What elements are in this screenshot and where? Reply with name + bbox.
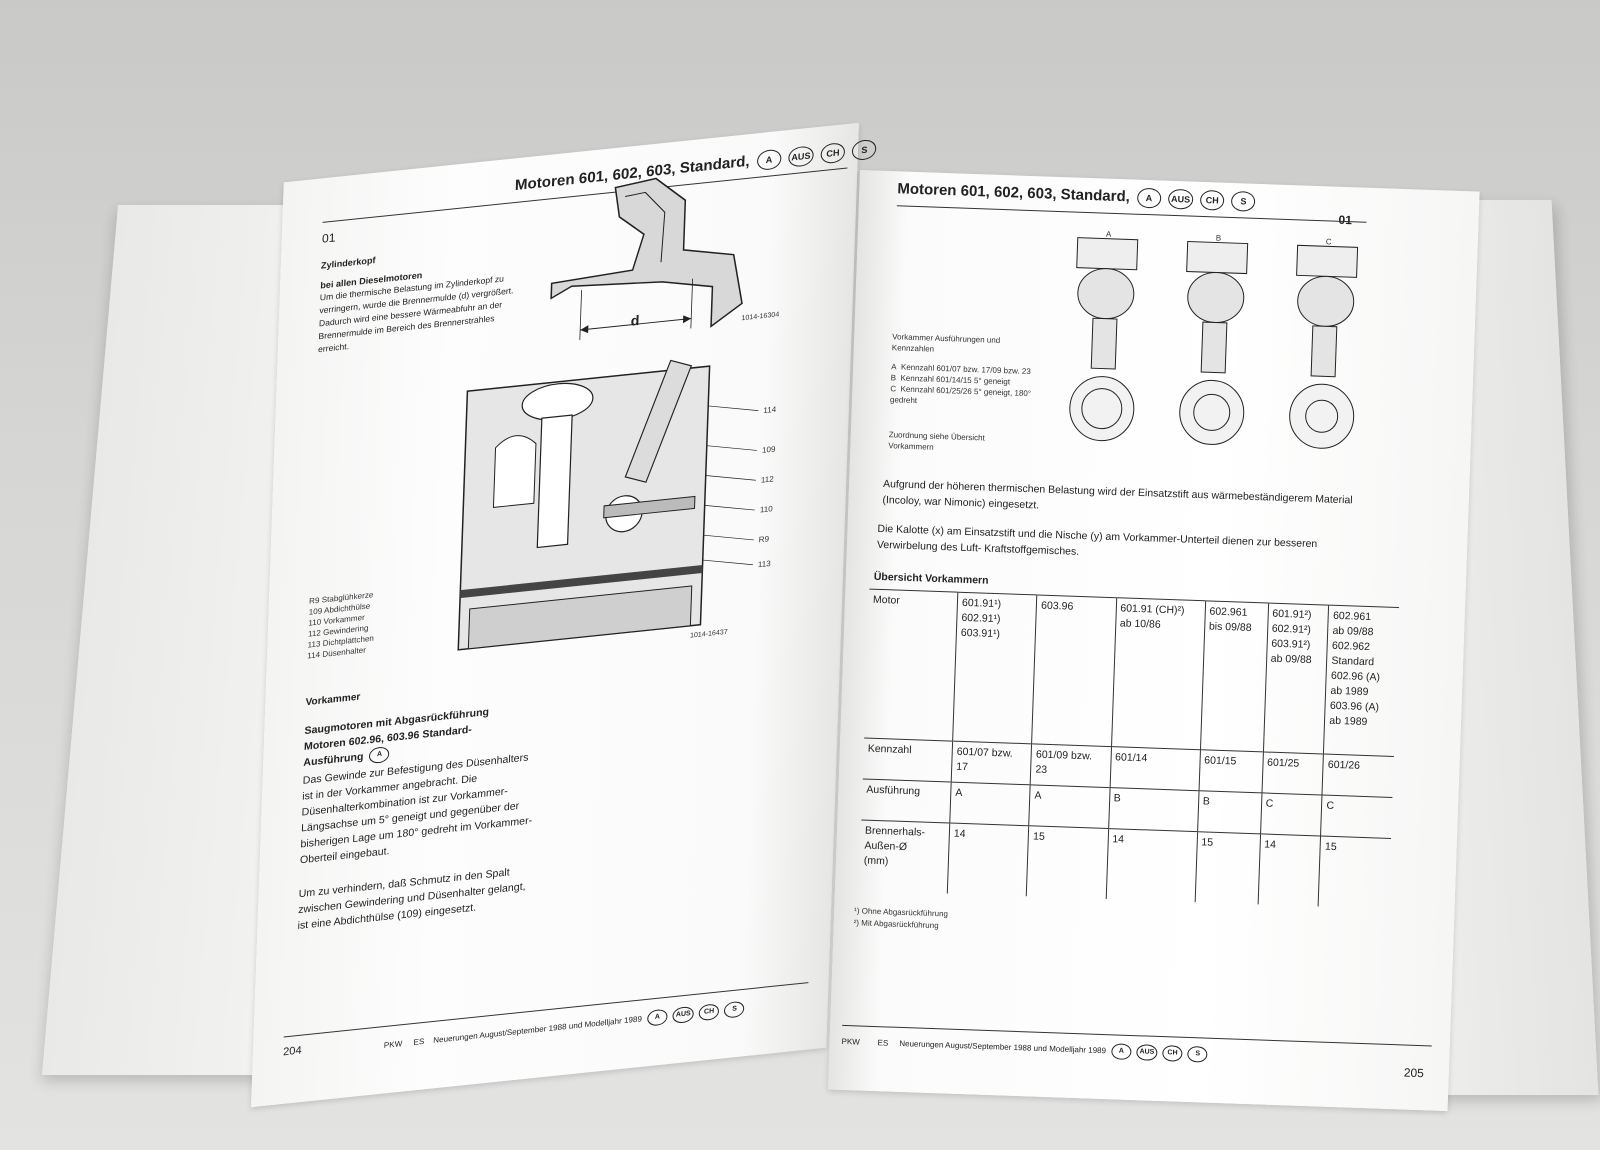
chip-aus: AUS (787, 145, 814, 168)
chip-ch: CH (698, 1003, 720, 1022)
table-cell: B (1108, 787, 1199, 832)
table-cell: 14 (1105, 828, 1198, 903)
table-title: Übersicht Vorkammern (873, 570, 989, 587)
table-cell: 15 (1318, 835, 1391, 909)
footer-es: ES (877, 1038, 889, 1048)
table-cell: 601/07 bzw. 17 (951, 741, 1032, 785)
table-cell: 14 (1257, 833, 1321, 907)
table-cell: 601/26 (1322, 754, 1394, 798)
figure-label-a: A (1105, 229, 1112, 239)
heading-vorkammer: Vorkammer (305, 691, 361, 709)
right-header-text: Motoren 601, 602, 603, Standard, (897, 180, 1131, 206)
footer-pkw: PKW (841, 1037, 860, 1047)
right-page: Motoren 601, 602, 603, Standard, A AUS C… (827, 170, 1480, 1112)
chip-s: S (724, 1000, 745, 1019)
table-cell: 601.91¹) 602.91¹) 603.91¹) (952, 592, 1038, 744)
chip-aus: AUS (1136, 1044, 1158, 1061)
footer-text: Neuerungen August/September 1988 und Mod… (433, 1014, 643, 1045)
table-cell: B (1197, 790, 1262, 834)
chip-a: A (1136, 187, 1162, 209)
chip-a-inline: A (369, 746, 390, 765)
table-row-label: Motor (872, 593, 901, 607)
prechamber-b-drawing (1179, 240, 1249, 445)
table-cell: 601/15 (1198, 749, 1264, 793)
callout-114: 114 (763, 404, 777, 416)
table-cell: 15 (1194, 831, 1261, 905)
left-page-number: 204 (282, 1044, 302, 1059)
table-cell: C (1260, 792, 1323, 836)
table-cell: 601/09 bzw. 23 (1030, 743, 1112, 788)
chip-ch: CH (820, 142, 846, 165)
table-cell: 601.91²) 602.91²) 603.91²) ab 09/88 (1263, 603, 1329, 755)
callout-110: 110 (759, 504, 773, 515)
legend-list: R9 Stabglühkerze 109 Abdichthülse 110 Vo… (307, 589, 376, 662)
footer-pkw: PKW (383, 1039, 403, 1051)
figure-caption-title: Vorkammer Ausführungen und Kennzahlen (891, 332, 1001, 354)
figure-caption-note: Zuordnung siehe Übersicht Vorkammern (888, 430, 985, 452)
chip-a: A (1110, 1043, 1132, 1060)
table-cell: 602.961 bis 09/88 (1200, 600, 1269, 752)
bold-ausfuehrung: Ausführung (303, 750, 364, 769)
table-cell: 601.91 (CH)²) ab 10/86 (1111, 597, 1206, 750)
chip-s: S (851, 138, 877, 162)
table-cell: 602.961 ab 09/88 602.962 Standard 602.96… (1323, 605, 1400, 757)
callout-113: 113 (757, 558, 771, 570)
figure-vorkammer-section (447, 339, 781, 671)
table-cell: A (949, 782, 1031, 826)
callout-109: 109 (761, 444, 776, 455)
chip-aus: AUS (672, 1005, 694, 1024)
left-footer: PKW ES Neuerungen August/September 1988 … (383, 1000, 745, 1054)
figure-prechambers (1050, 227, 1388, 478)
chip-aus: AUS (1167, 188, 1194, 210)
heading-zylinderkopf: Zylinderkopf (320, 255, 376, 271)
table-cell: 601/25 (1261, 751, 1324, 796)
right-header-rule (896, 205, 1367, 223)
chip-a: A (646, 1008, 668, 1027)
figure-brennermulde (529, 161, 777, 355)
right-footer: PKW ES Neuerungen August/September 1988 … (841, 1034, 1208, 1063)
footer-text: Neuerungen August/September 1988 und Mod… (899, 1039, 1107, 1056)
table-cell: 14 (947, 823, 1029, 897)
left-section-code: 01 (321, 230, 336, 246)
paragraph-kalotte: Die Kalotte (x) am Einsatzstift und die … (876, 522, 1318, 558)
paragraph-belastung: Aufgrund der höheren thermischen Belastu… (882, 477, 1353, 512)
callout-r9: R9 (758, 534, 770, 545)
figure-label-c: C (1325, 237, 1332, 247)
chip-ch: CH (1162, 1045, 1183, 1062)
table-row-label: Ausführung (866, 783, 921, 798)
table-cell: A (1028, 784, 1110, 829)
table-row-label: Brennerhals- Außen-Ø (mm) (863, 824, 926, 868)
figure-caption-list: A Kennzahl 601/07 bzw. 17/09 bzw. 23 B K… (890, 361, 1041, 410)
paragraph-schmutz: Um zu verhindern, daß Schmutz in den Spa… (297, 866, 526, 933)
prechamber-a-drawing (1069, 237, 1139, 442)
table-cell: 601/14 (1109, 746, 1201, 791)
figure-label-b: B (1215, 233, 1222, 243)
table-row-label: Kennzahl (867, 742, 912, 757)
chip-s: S (1187, 1045, 1208, 1063)
table-cell: 603.96 (1031, 594, 1117, 747)
footer-es: ES (413, 1036, 425, 1047)
footnote-2: ²) Mit Abgasrückführung (853, 918, 939, 931)
chip-s: S (1231, 190, 1256, 212)
callout-112: 112 (760, 474, 774, 485)
table-cell: 15 (1026, 825, 1109, 900)
table-cell: C (1320, 795, 1393, 839)
caption-item: C Kennzahl 601/25/26 5° geneigt, 180° ge… (889, 384, 1032, 406)
right-page-number: 205 (1403, 1065, 1425, 1081)
left-page: Motoren 601, 602, 603, Standard, A AUS C… (250, 122, 877, 1108)
chip-ch: CH (1199, 189, 1225, 211)
prechamber-c-drawing (1289, 244, 1359, 449)
figure-label-d: d (630, 311, 640, 329)
